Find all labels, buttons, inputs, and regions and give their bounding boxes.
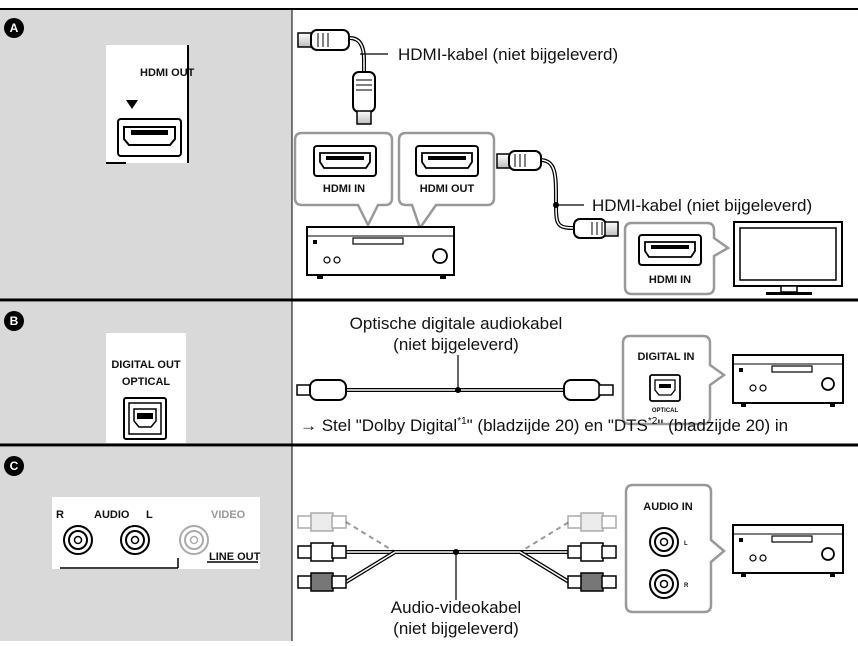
svg-text:L: L	[684, 541, 688, 547]
hdmi-port-icon	[313, 145, 377, 177]
hdmi-plug-icon	[297, 29, 350, 51]
hdmi-plug-icon	[352, 71, 376, 125]
rca-plug-icon	[297, 572, 347, 592]
optical-port-icon	[649, 374, 681, 402]
svg-text:OPTICAL: OPTICAL	[122, 376, 171, 388]
av-cable-label-1: Audio-videokabel	[391, 598, 521, 617]
av-cable-label-2: (niet bijgeleverd)	[393, 619, 519, 638]
hdmi-cable-1	[297, 29, 388, 125]
rca-jack-icon	[649, 569, 679, 599]
rca-jack-icon	[63, 525, 93, 555]
svg-text:B: B	[10, 314, 19, 328]
hdmi-port-icon	[638, 234, 702, 266]
rca-jack-icon	[649, 527, 679, 557]
hdmi-port-icon	[117, 118, 182, 157]
rca-jack-icon	[179, 525, 209, 555]
hdmi-cable-2	[496, 150, 619, 239]
svg-text:HDMI IN: HDMI IN	[323, 183, 365, 195]
tv-hdmi-in-callout: HDMI IN	[623, 221, 731, 296]
rca-plug-icon	[567, 572, 617, 592]
svg-text:DIGITAL OUT: DIGITAL OUT	[111, 359, 181, 371]
optical-plug-icon	[296, 379, 347, 401]
hdmi-cable-label-1: HDMI-kabel (niet bijgeleverd)	[398, 45, 618, 64]
hdmi-plug-icon	[496, 150, 542, 171]
hdmi-cable-label-2: HDMI-kabel (niet bijgeleverd)	[592, 196, 812, 215]
audio-video-cable	[297, 512, 617, 600]
optical-cable-label-1: Optische digitale audiokabel	[350, 314, 563, 333]
receiver-digital-in-callout: DIGITAL IN OPTICAL	[621, 334, 727, 426]
arrow-down-icon	[126, 100, 138, 109]
svg-text:LINE OUT: LINE OUT	[209, 551, 261, 563]
svg-text:AUDIO IN: AUDIO IN	[643, 501, 693, 513]
receiver-audio-in-callout: AUDIO IN L R	[624, 483, 726, 614]
player-hdmi-out-label: HDMI OUT	[140, 67, 195, 79]
optical-port-icon	[123, 397, 167, 440]
svg-text:L: L	[146, 509, 153, 521]
settings-note: → Stel "Dolby Digital*1" (bladzijde 20) …	[300, 416, 788, 435]
hdmi-plug-icon	[573, 218, 619, 239]
player-optical-panel: DIGITAL OUT OPTICAL	[106, 333, 186, 443]
av-receiver-icon	[732, 524, 844, 577]
rca-plug-icon	[297, 542, 347, 562]
rca-jack-icon	[120, 525, 150, 555]
hdmi-port-icon	[415, 145, 479, 177]
svg-text:AUDIO: AUDIO	[94, 509, 130, 521]
av-receiver-icon	[306, 226, 455, 279]
svg-text:VIDEO: VIDEO	[211, 509, 246, 521]
rca-plug-icon	[567, 512, 617, 532]
optical-cable-label-2: (niet bijgeleverd)	[393, 335, 519, 354]
badge-c: C	[4, 456, 24, 476]
av-receiver-icon	[732, 354, 844, 407]
svg-text:HDMI OUT: HDMI OUT	[420, 183, 475, 195]
receiver-hdmi-in-callout: HDMI IN	[293, 131, 394, 228]
svg-text:C: C	[10, 459, 19, 473]
receiver-hdmi-out-callout: HDMI OUT	[397, 131, 496, 231]
player-line-out-panel: R AUDIO L VIDEO LINE OUT	[52, 497, 261, 569]
svg-text:OPTICAL: OPTICAL	[652, 408, 679, 414]
svg-text:R: R	[56, 509, 64, 521]
rca-plug-icon	[297, 512, 347, 532]
optical-cable	[296, 379, 614, 401]
rca-plug-icon	[567, 542, 617, 562]
svg-text:R: R	[684, 583, 689, 589]
svg-text:DIGITAL IN: DIGITAL IN	[637, 351, 694, 363]
optical-plug-icon	[563, 379, 614, 401]
svg-text:HDMI IN: HDMI IN	[649, 274, 691, 286]
svg-text:A: A	[10, 21, 19, 35]
tv-icon	[733, 221, 843, 295]
player-hdmi-out-panel: HDMI OUT	[106, 45, 195, 164]
badge-b: B	[4, 311, 24, 331]
badge-a: A	[4, 18, 24, 38]
